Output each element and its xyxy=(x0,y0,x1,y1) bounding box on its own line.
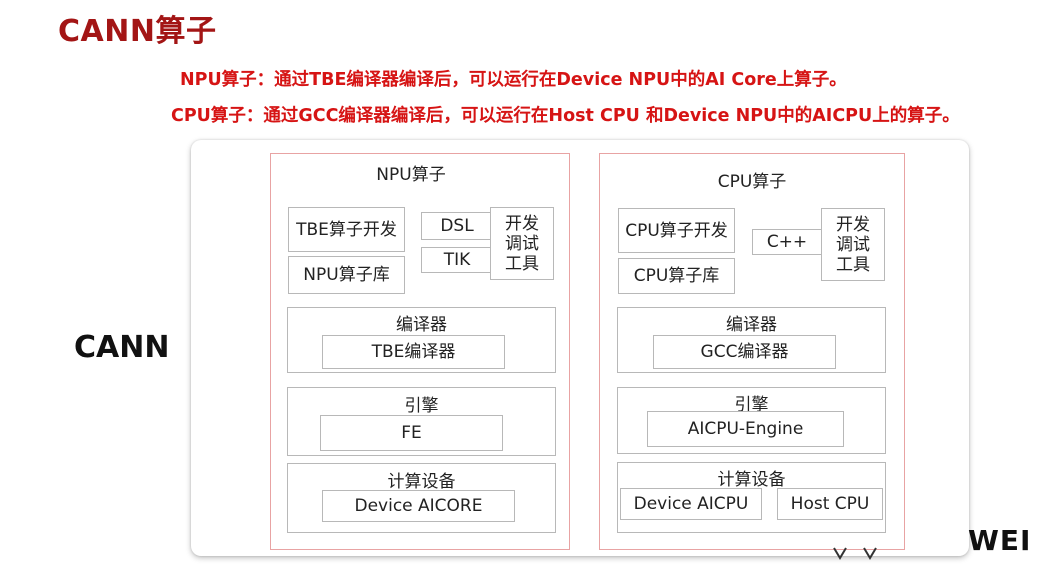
dsl-box: DSL xyxy=(421,212,493,240)
device-aicore-label: Device AICORE xyxy=(354,496,483,516)
fe-engine-box: FE xyxy=(320,415,503,451)
tbe-operator-dev-box: TBE算子开发 xyxy=(288,207,405,252)
npu-dev-debug-tool-box: 开发调试工具 xyxy=(490,207,554,280)
npu-engine-group-label: 引擎 xyxy=(404,396,439,416)
npu-operator-library-box: NPU算子库 xyxy=(288,256,405,294)
page-title: CANN算子 xyxy=(58,14,217,49)
cpu-panel-header: CPU算子 xyxy=(717,172,787,192)
cann-label: CANN xyxy=(74,330,170,365)
npu-compiler-group-label: 编译器 xyxy=(396,315,447,335)
cpu-operator-library-label: CPU算子库 xyxy=(633,266,720,286)
npu-operator-library-label: NPU算子库 xyxy=(303,265,390,285)
tik-label: TIK xyxy=(443,250,471,270)
brand-wordmark-fragment: WEI xyxy=(968,524,1032,557)
cpp-box: C++ xyxy=(752,229,822,255)
cpu-operator-dev-label: CPU算子开发 xyxy=(625,220,728,241)
host-cpu-label: Host CPU xyxy=(790,494,870,514)
tbe-operator-dev-label: TBE算子开发 xyxy=(296,219,397,240)
cpu-engine-group-label: 引擎 xyxy=(734,395,769,415)
device-aicpu-label: Device AICPU xyxy=(633,494,749,514)
cpu-operator-dev-box: CPU算子开发 xyxy=(618,208,735,253)
aicpu-engine-box: AICPU-Engine xyxy=(647,411,844,447)
device-aicpu-box: Device AICPU xyxy=(620,488,762,520)
cpu-device-group-label: 计算设备 xyxy=(717,470,786,490)
tbe-compiler-box: TBE编译器 xyxy=(322,335,505,369)
cpu-dev-debug-tool-box: 开发调试工具 xyxy=(821,208,885,281)
cpu-dev-debug-tool-label: 开发调试工具 xyxy=(836,214,870,275)
cpp-label: C++ xyxy=(766,232,808,252)
fe-engine-label: FE xyxy=(401,423,422,443)
aicpu-engine-label: AICPU-Engine xyxy=(687,419,804,439)
npu-operator-description: NPU算子：通过TBE编译器编译后，可以运行在Device NPU中的AI Co… xyxy=(180,70,847,90)
cpu-compiler-group-label: 编译器 xyxy=(726,315,777,335)
brand-logo-fragment xyxy=(833,547,877,560)
gcc-compiler-box: GCC编译器 xyxy=(653,335,836,369)
npu-device-group-label: 计算设备 xyxy=(387,472,456,492)
cpu-operator-library-box: CPU算子库 xyxy=(618,258,735,294)
tbe-compiler-label: TBE编译器 xyxy=(371,342,456,362)
npu-dev-debug-tool-label: 开发调试工具 xyxy=(505,213,539,274)
npu-panel-header: NPU算子 xyxy=(376,165,446,185)
cpu-operator-description: CPU算子：通过GCC编译器编译后，可以运行在Host CPU 和Device … xyxy=(171,106,960,126)
dsl-label: DSL xyxy=(440,216,474,236)
gcc-compiler-label: GCC编译器 xyxy=(700,342,789,362)
tik-box: TIK xyxy=(421,247,493,273)
device-aicore-box: Device AICORE xyxy=(322,490,515,522)
host-cpu-box: Host CPU xyxy=(777,488,883,520)
